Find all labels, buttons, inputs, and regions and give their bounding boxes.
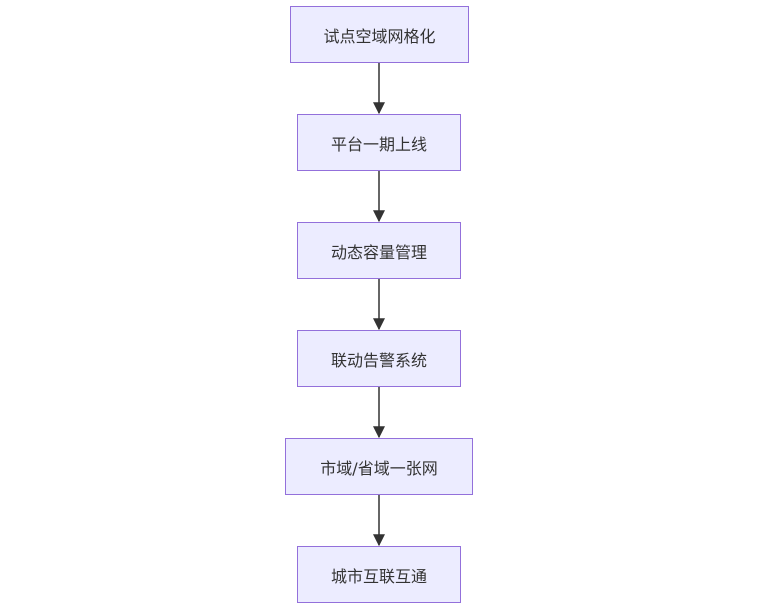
node-label: 市域/省域一张网 [320, 458, 438, 478]
node-label: 联动告警系统 [330, 350, 427, 370]
node-linked-alarm[interactable]: 联动告警系统 [297, 330, 461, 387]
node-dynamic-capacity[interactable]: 动态容量管理 [297, 222, 461, 279]
node-label: 试点空域网格化 [323, 26, 436, 46]
node-city-province-network[interactable]: 市域/省域一张网 [285, 438, 473, 495]
node-city-interconnect[interactable]: 城市互联互通 [297, 546, 461, 603]
node-label: 平台一期上线 [330, 134, 427, 154]
node-label: 城市互联互通 [330, 566, 427, 586]
node-label: 动态容量管理 [330, 242, 427, 262]
node-airspace-gridding[interactable]: 试点空域网格化 [290, 6, 469, 63]
node-platform-phase1[interactable]: 平台一期上线 [297, 114, 461, 171]
